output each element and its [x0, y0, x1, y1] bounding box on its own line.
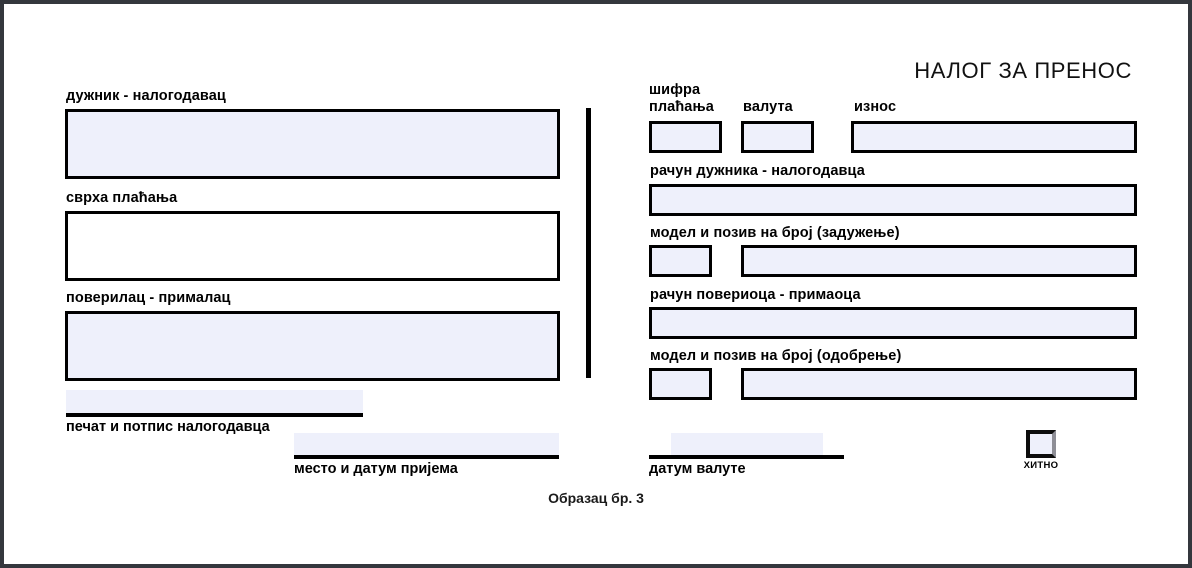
checkbox-empty-icon[interactable]	[1026, 430, 1056, 458]
value-date-input[interactable]	[671, 433, 823, 455]
creditor-label: поверилац - прималац	[66, 290, 231, 306]
place-and-date-block: место и датум пријема	[294, 433, 559, 478]
place-and-date-rule	[294, 455, 559, 459]
model-credit-reference-input[interactable]	[741, 368, 1137, 400]
urgent-label: ХИТНО	[1023, 460, 1059, 471]
place-and-date-input[interactable]	[294, 433, 559, 455]
payment-code-input[interactable]	[649, 121, 722, 153]
value-date-rule	[649, 455, 844, 459]
purpose-input[interactable]	[65, 211, 560, 281]
debtor-label: дужник - налогодавац	[66, 88, 226, 104]
creditor-account-label: рачун повериоца - примаоца	[650, 287, 861, 303]
debtor-input[interactable]	[65, 109, 560, 179]
stamp-signature-rule	[66, 413, 363, 417]
page-title: НАЛОГ ЗА ПРЕНОС	[914, 58, 1132, 83]
currency-input[interactable]	[741, 121, 814, 153]
column-divider	[586, 108, 591, 378]
creditor-account-input[interactable]	[649, 307, 1137, 339]
model-credit-label: модел и позив на број (одобрење)	[650, 348, 902, 364]
value-date-block: датум валуте	[649, 433, 844, 478]
place-and-date-caption: место и датум пријема	[294, 461, 458, 477]
model-debit-label: модел и позив на број (задужење)	[650, 225, 900, 241]
form-number-footer: Образац бр. 3	[548, 490, 644, 506]
stamp-signature-block: печат и потпис налогодавца	[66, 390, 363, 436]
stamp-signature-caption: печат и потпис налогодавца	[66, 419, 270, 435]
debtor-account-input[interactable]	[649, 184, 1137, 216]
stamp-signature-input[interactable]	[66, 390, 363, 413]
amount-label: износ	[854, 99, 897, 115]
currency-label: валута	[743, 99, 793, 115]
debtor-account-label: рачун дужника - налогодавца	[650, 163, 865, 179]
payment-code-label-line1: шифра	[649, 82, 701, 98]
model-debit-model-input[interactable]	[649, 245, 712, 277]
model-credit-model-input[interactable]	[649, 368, 712, 400]
model-debit-reference-input[interactable]	[741, 245, 1137, 277]
value-date-caption: датум валуте	[649, 461, 746, 477]
urgent-group[interactable]: ХИТНО	[1013, 430, 1069, 472]
purpose-label: сврха плаћања	[66, 190, 178, 206]
creditor-input[interactable]	[65, 311, 560, 381]
amount-input[interactable]	[851, 121, 1137, 153]
payment-code-label-line2: плаћања	[649, 99, 714, 115]
